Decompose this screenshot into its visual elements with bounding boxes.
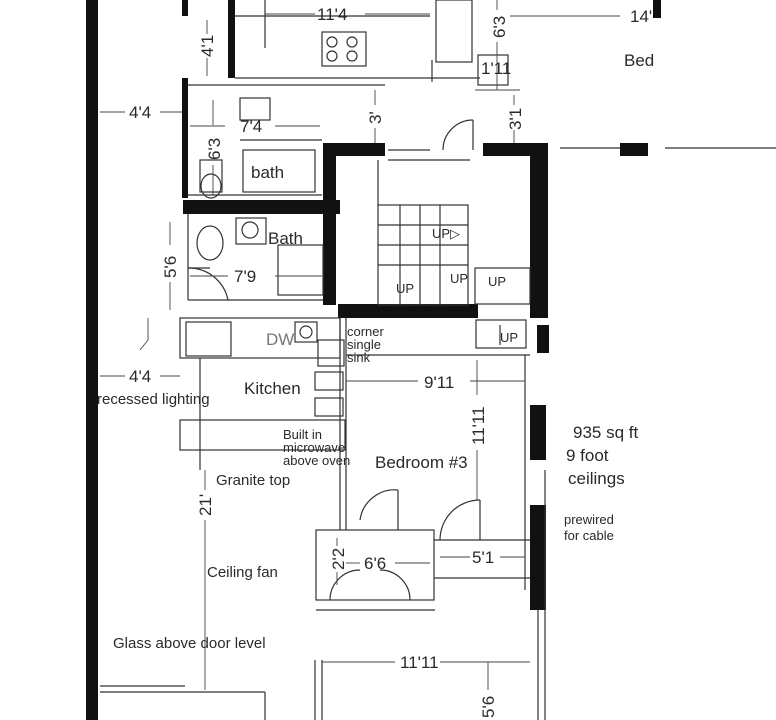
note-ceilings: ceilings — [568, 469, 625, 488]
bath-sink-upper — [239, 97, 271, 121]
room-label-bedroom3: Bedroom #3 — [375, 453, 468, 472]
note-ceiling-fan: Ceiling fan — [207, 564, 278, 581]
note-9-foot: 9 foot — [566, 446, 609, 465]
wall-segment — [537, 325, 549, 353]
corner-sink — [317, 339, 345, 367]
dimension-lines — [100, 0, 620, 690]
note-granite-top: Granite top — [216, 472, 290, 489]
room-label-bath-lower: Bath — [268, 229, 303, 248]
stair-up-1: UP — [450, 271, 468, 286]
dim-2-2: 2'2 — [329, 548, 348, 570]
dim-4-4-kitchen: 4'4 — [129, 367, 151, 386]
wall-segment — [620, 143, 648, 156]
note-for-cable: for cable — [564, 528, 614, 543]
note-single: single — [347, 337, 381, 352]
stair-wall-top-right — [483, 143, 548, 156]
toilet-lower — [196, 225, 224, 261]
note-glass-above-door: Glass above door level — [113, 635, 266, 652]
room-label-kitchen: Kitchen — [244, 379, 301, 398]
dim-5-6-left: 5'6 — [161, 256, 180, 278]
dim-7-9: 7'9 — [234, 267, 256, 286]
stair-up-3: UP — [396, 281, 414, 296]
dim-6-6: 6'6 — [364, 554, 386, 573]
notes: corner single sink recessed lighting Bui… — [97, 324, 638, 652]
stair-up-arrow: UP▷ — [432, 226, 460, 241]
shower — [277, 244, 324, 296]
stair-wall-left — [323, 145, 336, 305]
note-prewired: prewired — [564, 512, 614, 527]
dim-11-11-bottom: 11'11 — [400, 653, 439, 672]
wall-stub — [653, 0, 661, 18]
fridge — [435, 0, 473, 63]
dimension-labels: 11'4 14' 6'3 4'1 1'11 4'4 7'4 3' 3'1 6'3… — [129, 5, 652, 718]
dim-9-11: 9'11 — [424, 373, 454, 392]
dim-3: 3' — [366, 111, 385, 124]
stair-up-4: UP — [500, 330, 518, 345]
wall-stub — [182, 0, 188, 16]
stair-wall-right — [530, 143, 548, 318]
stair-wall-top — [323, 143, 385, 156]
dim-7-4: 7'4 — [240, 117, 262, 136]
dim-6-3-bath: 6'3 — [205, 138, 224, 160]
dim-21: 21' — [196, 494, 215, 516]
room-label-bed: Bed — [624, 51, 654, 70]
note-microwave: microwave — [283, 440, 345, 455]
left-exterior-wall — [86, 0, 98, 720]
dim-4-4-top: 4'4 — [129, 103, 151, 122]
stair-labels: UP▷ UP UP UP UP — [396, 226, 518, 345]
wall-segment — [182, 78, 188, 198]
cooktop — [321, 31, 367, 67]
dim-14: 14' — [630, 7, 652, 26]
dim-11-4: 11'4 — [317, 5, 347, 24]
room-label-bath-upper: bath — [251, 163, 284, 182]
kitchen-counter — [179, 317, 341, 359]
dim-11-11-vertical: 11'11 — [469, 406, 488, 445]
oven — [185, 321, 232, 357]
dim-6-3-top: 6'3 — [490, 16, 509, 38]
note-above-oven: above oven — [283, 453, 350, 468]
dim-1-11: 1'11 — [481, 59, 511, 78]
bath-divider-wall — [183, 200, 340, 214]
dim-4-1: 4'1 — [198, 35, 217, 57]
staircase — [377, 204, 469, 306]
room-labels: Bed bath Bath Kitchen Bedroom #3 DW — [244, 51, 654, 472]
toilet-upper — [199, 159, 223, 193]
note-corner: corner — [347, 324, 385, 339]
note-recessed-lighting: recessed lighting — [97, 391, 210, 408]
exterior-walls — [86, 0, 661, 720]
closet — [315, 529, 435, 601]
wall-segment — [530, 405, 546, 460]
dim-5-6-bottom: 5'6 — [479, 696, 498, 718]
stair-wall-bottom — [338, 304, 478, 318]
granite-island — [179, 419, 346, 451]
stair-up-2: UP — [488, 274, 506, 289]
note-sqft: 935 sq ft — [573, 423, 638, 442]
note-sink: sink — [347, 350, 371, 365]
bathtub-upper — [242, 149, 316, 193]
dim-3-1: 3'1 — [506, 108, 525, 130]
dim-5-1: 5'1 — [472, 548, 494, 567]
dishwasher-label: DW — [266, 330, 294, 349]
wall-segment — [228, 0, 235, 78]
interior-lines — [100, 0, 776, 720]
wall-segment — [530, 505, 546, 610]
note-built-in: Built in — [283, 427, 322, 442]
bath-sink-lower — [235, 217, 267, 245]
